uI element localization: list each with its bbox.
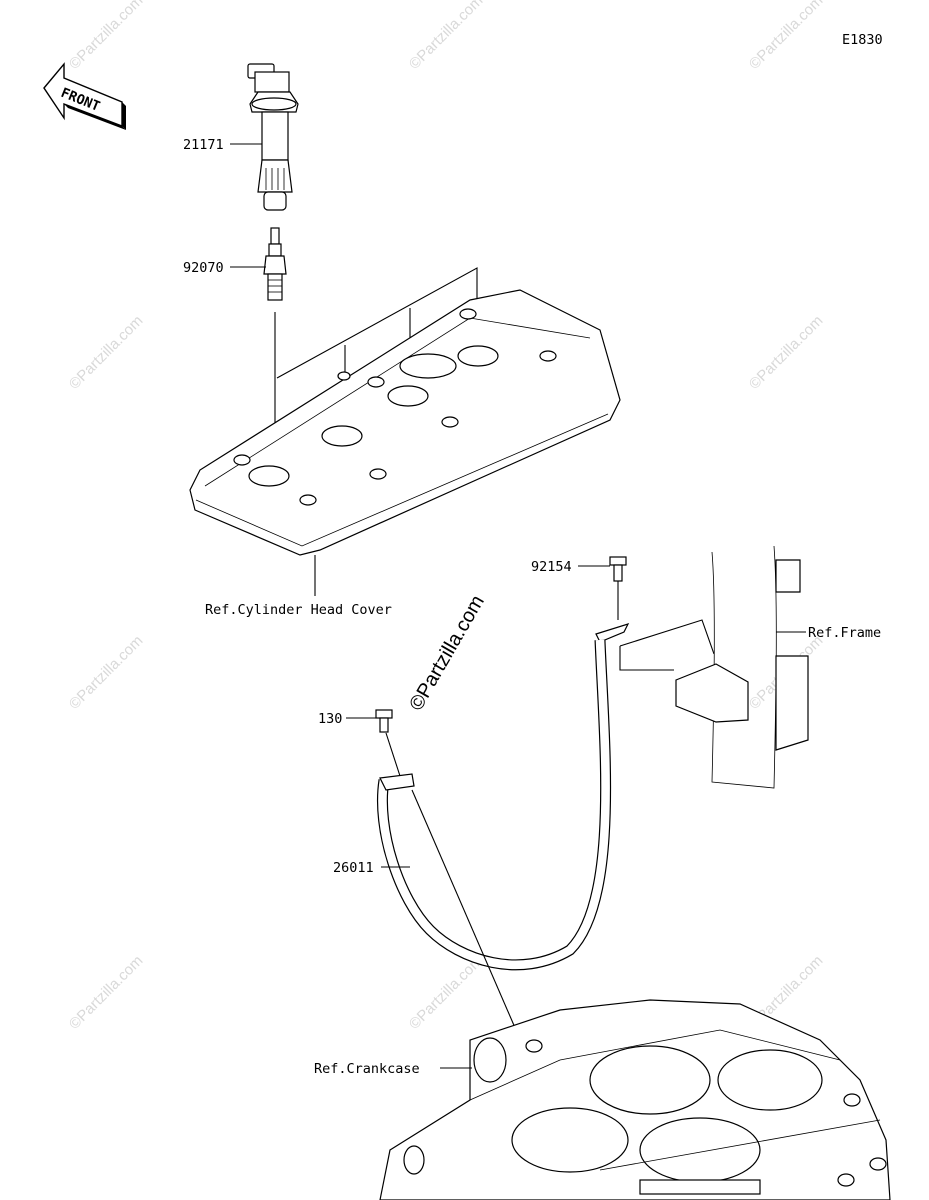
part-number-26011: 26011 bbox=[333, 860, 374, 876]
part-label-26011: 26011 bbox=[333, 860, 410, 876]
svg-text:©Partzilla.com: ©Partzilla.com bbox=[746, 312, 827, 393]
bolt-130 bbox=[375, 709, 401, 777]
svg-text:©Partzilla.com: ©Partzilla.com bbox=[66, 0, 147, 73]
svg-text:©Partzilla.com: ©Partzilla.com bbox=[66, 312, 147, 393]
part-label-21171: 21171 bbox=[183, 137, 262, 153]
ground-cable bbox=[376, 623, 630, 1031]
ignition-coil bbox=[247, 63, 299, 211]
part-label-92154: 92154 bbox=[531, 559, 610, 575]
svg-text:©Partzilla.com: ©Partzilla.com bbox=[406, 952, 487, 1033]
diagram-code: E1830 bbox=[842, 32, 883, 48]
front-arrow-icon: FRONT bbox=[43, 62, 126, 130]
crankcase bbox=[379, 999, 891, 1200]
part-label-92070: 92070 bbox=[183, 260, 266, 276]
spark-plug bbox=[263, 227, 287, 301]
part-label-130: 130 bbox=[318, 711, 376, 727]
svg-text:©Partzilla.com: ©Partzilla.com bbox=[406, 0, 487, 73]
center-watermark: ©Partzilla.com bbox=[405, 592, 489, 715]
frame-section bbox=[619, 545, 809, 789]
ref-crankcase: Ref.Crankcase bbox=[314, 1061, 420, 1077]
part-number-92070: 92070 bbox=[183, 260, 224, 276]
bolt-92154 bbox=[609, 556, 627, 620]
ref-cylinder-head-cover: Ref.Cylinder Head Cover bbox=[205, 602, 392, 618]
svg-text:©Partzilla.com: ©Partzilla.com bbox=[66, 952, 147, 1033]
svg-text:©Partzilla.com: ©Partzilla.com bbox=[66, 632, 147, 713]
part-number-130: 130 bbox=[318, 711, 342, 727]
part-number-21171: 21171 bbox=[183, 137, 224, 153]
svg-text:©Partzilla.com: ©Partzilla.com bbox=[746, 0, 827, 73]
part-number-92154: 92154 bbox=[531, 559, 572, 575]
ref-frame: Ref.Frame bbox=[808, 625, 881, 641]
cylinder-head-cover bbox=[189, 289, 621, 596]
watermark-layer: ©Partzilla.com ©Partzilla.com ©Partzilla… bbox=[66, 0, 827, 1033]
ref-crankcase-label: Ref.Crankcase bbox=[314, 1061, 472, 1077]
